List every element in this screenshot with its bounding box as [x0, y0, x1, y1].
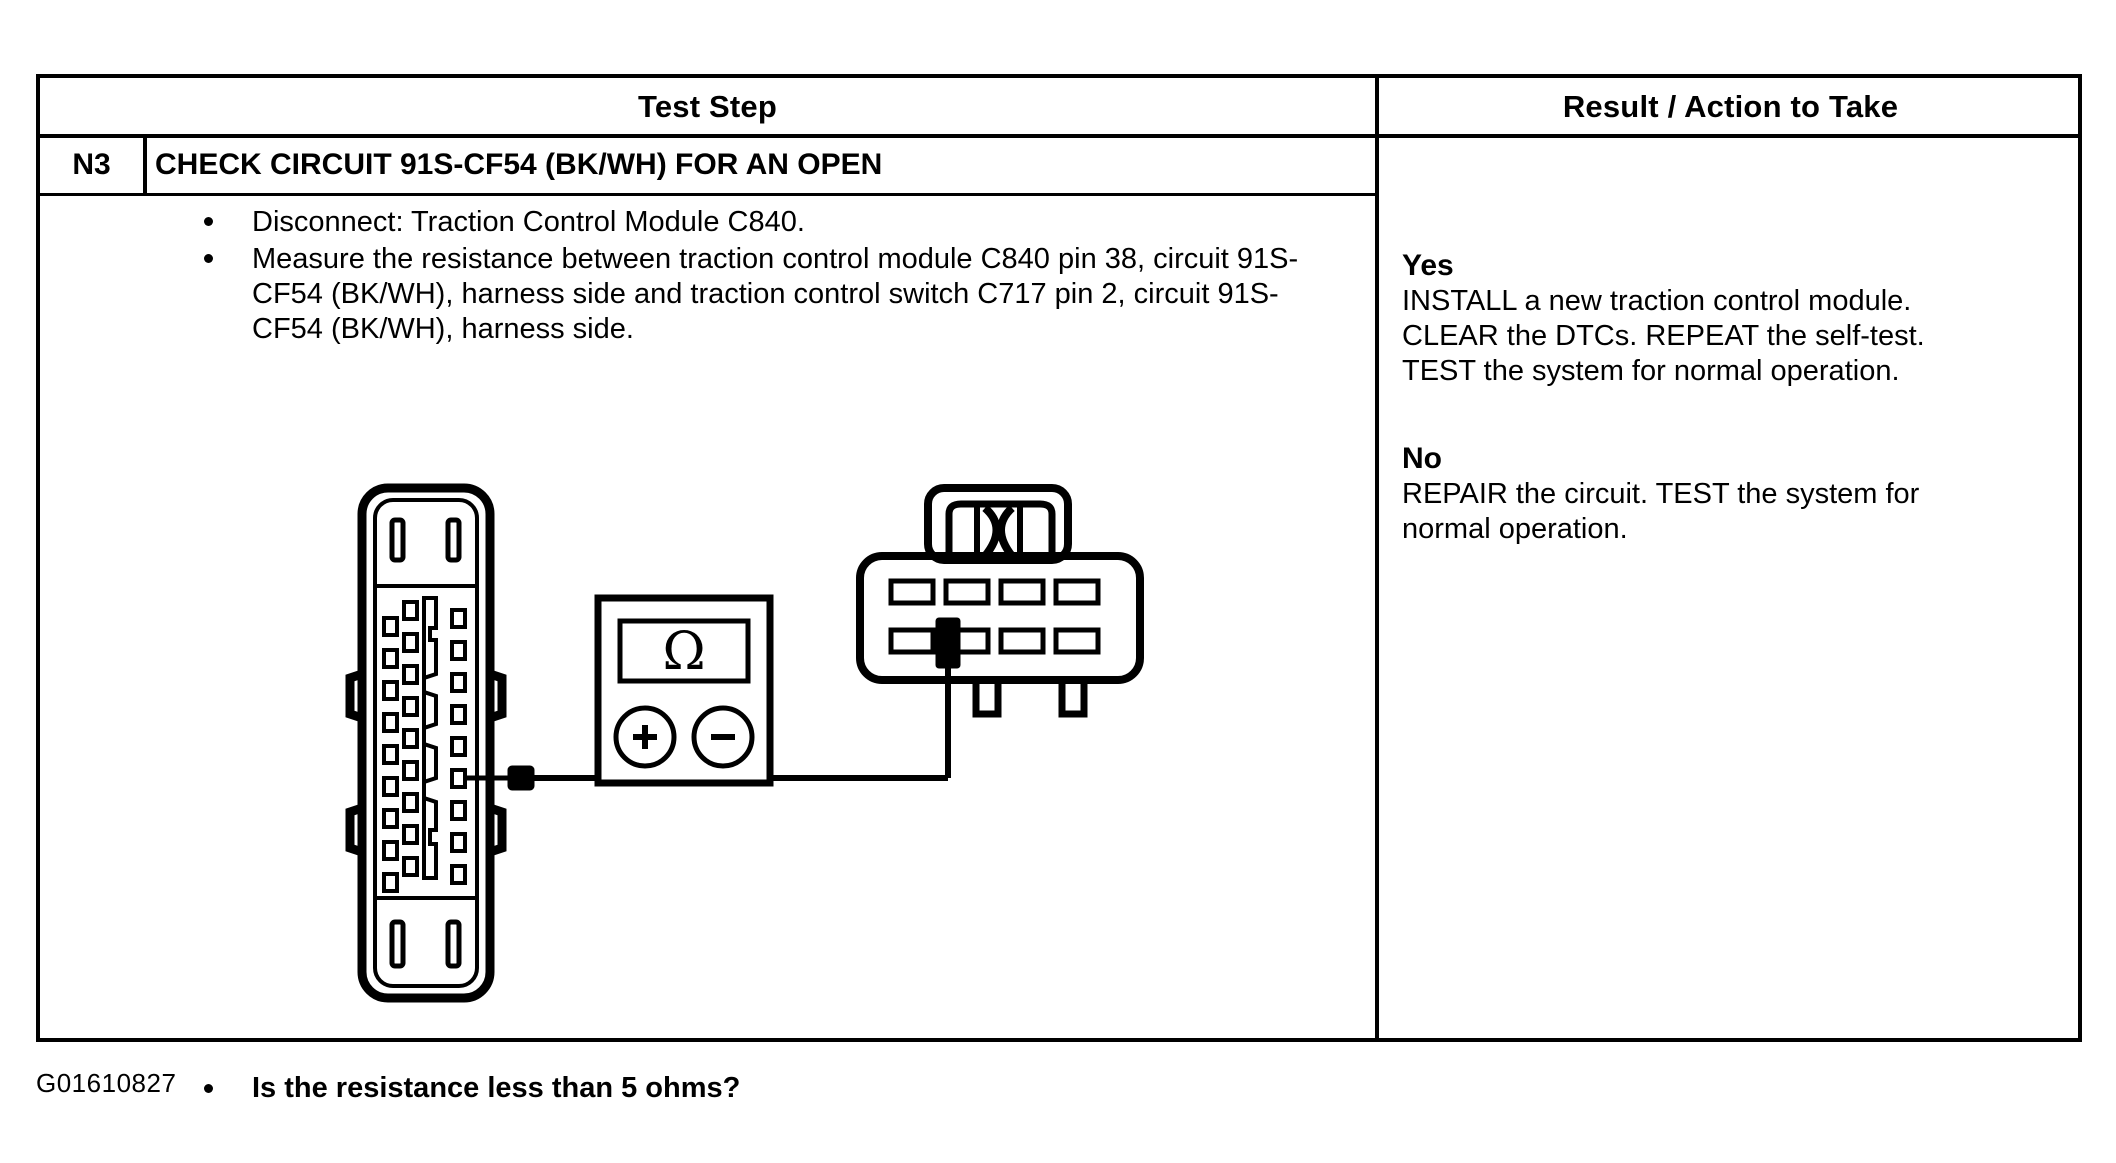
figure-id: G01610827	[36, 1068, 177, 1098]
result-label-yes: Yes	[1402, 249, 1454, 282]
test-question-text: Is the resistance less than 5 ohms?	[252, 1072, 741, 1104]
result-body-no: REPAIR the circuit. TEST the system for …	[1402, 478, 1920, 545]
diagnostic-table: Test Step Result / Action to Take N3 CHE…	[36, 74, 2082, 1104]
list-item: Disconnect: Traction Control Module C840…	[190, 205, 1310, 240]
column-header-result-action: Result / Action to Take	[1562, 89, 1899, 124]
result-label-no: No	[1402, 442, 1442, 475]
result-action-column: Yes INSTALL a new traction control modul…	[1402, 248, 2102, 599]
probed-pin-cavity	[450, 768, 467, 789]
bullet-dot-icon	[204, 254, 213, 263]
list-item-text: Measure the resistance between traction …	[252, 243, 1299, 345]
module-connector-c840-icon	[345, 483, 507, 1003]
column-header-test-step: Test Step	[637, 89, 778, 124]
meter-display-symbol: Ω	[662, 622, 705, 682]
connector-pin-cavities	[382, 600, 467, 893]
column-divider	[1375, 78, 1379, 1038]
list-item: Measure the resistance between traction …	[190, 242, 1310, 347]
table-header-row: Test Step Result / Action to Take	[40, 78, 2078, 138]
negative-test-lead	[465, 765, 598, 791]
multimeter-icon: Ω	[594, 594, 774, 787]
result-body-yes: INSTALL a new traction control module. C…	[1402, 285, 1925, 387]
plus-terminal-icon	[633, 725, 657, 749]
instruction-list: Disconnect: Traction Control Module C840…	[190, 205, 1310, 349]
step-id: N3	[40, 138, 147, 193]
bullet-dot-icon	[204, 1084, 213, 1093]
test-setup-diagram: Ω	[340, 478, 1220, 1038]
step-title: CHECK CIRCUIT 91S-CF54 (BK/WH) FOR AN OP…	[155, 148, 883, 181]
test-question: Is the resistance less than 5 ohms?	[190, 1071, 1372, 1106]
list-item-text: Disconnect: Traction Control Module C840…	[252, 206, 805, 238]
test-step-title-row: N3 CHECK CIRCUIT 91S-CF54 (BK/WH) FOR AN…	[40, 138, 1375, 196]
bullet-dot-icon	[204, 217, 213, 226]
result-block-yes: Yes INSTALL a new traction control modul…	[1402, 248, 2102, 389]
switch-connector-c717-icon	[856, 484, 1144, 718]
result-block-no: No REPAIR the circuit. TEST the system f…	[1402, 441, 2102, 547]
